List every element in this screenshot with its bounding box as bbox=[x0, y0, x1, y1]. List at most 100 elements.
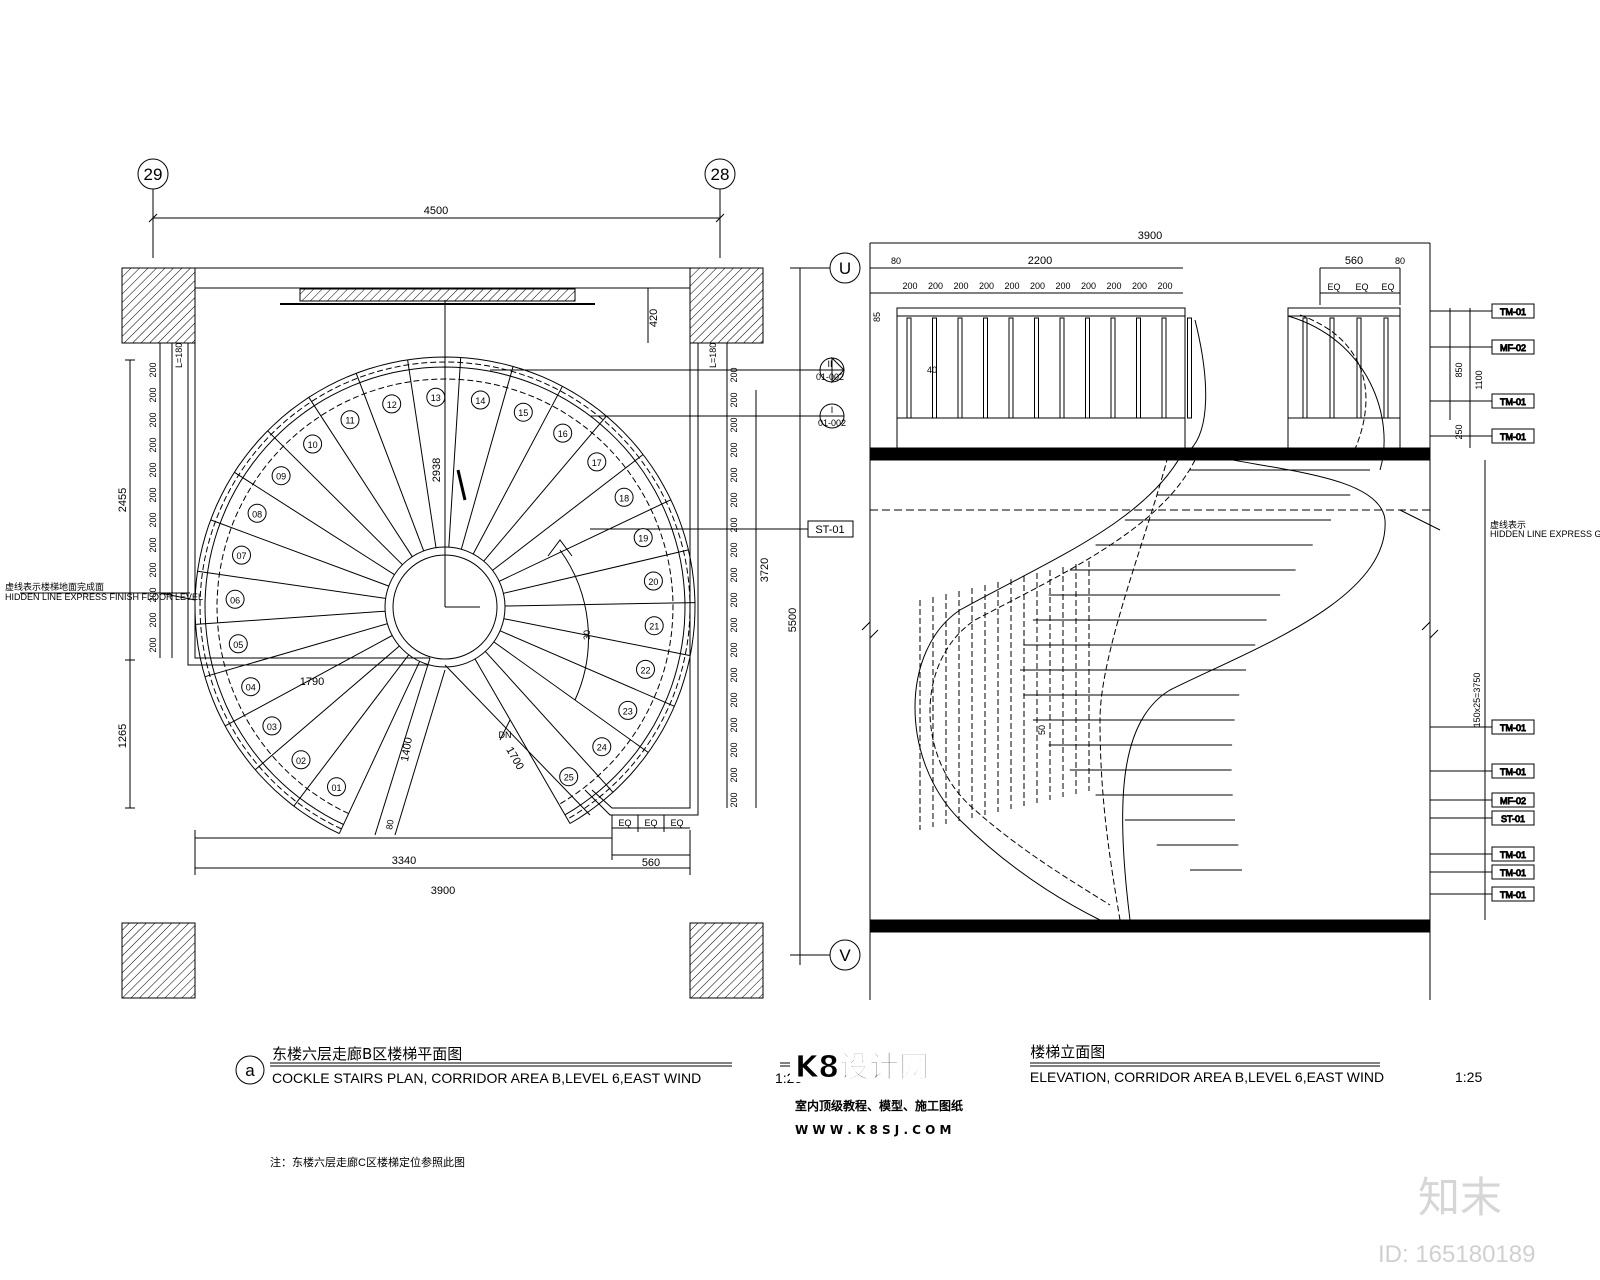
post-spacing-label: 200 bbox=[1030, 281, 1045, 291]
column-bottom-right bbox=[689, 922, 764, 999]
step-dim-200: 200 bbox=[148, 362, 158, 377]
step-number: 25 bbox=[564, 773, 574, 783]
step-number-bubble bbox=[553, 423, 573, 443]
tread-line bbox=[293, 654, 410, 807]
dim-2938: 2938 bbox=[431, 458, 443, 482]
tag-box bbox=[1491, 792, 1535, 808]
left-note-cn: 虚线表示楼梯地面完成面 bbox=[5, 581, 104, 592]
elev-dim-85: 85 bbox=[872, 312, 882, 322]
material-tag: TM-01 bbox=[1500, 397, 1526, 407]
watermark-logo: K8设计网 bbox=[795, 1050, 929, 1085]
step-dim-200: 200 bbox=[729, 392, 739, 407]
step-number: 10 bbox=[308, 440, 318, 450]
post-spacing-label: 200 bbox=[953, 281, 968, 291]
step-number: 11 bbox=[345, 416, 354, 426]
section-ref-2-bottom: 01-002 bbox=[818, 418, 846, 428]
step-number-bubble bbox=[426, 387, 446, 407]
l180-left: L=180 bbox=[174, 343, 184, 368]
elevation-lower-balusters bbox=[919, 561, 1090, 830]
step-number: 20 bbox=[648, 577, 658, 587]
step-number-bubble bbox=[241, 677, 261, 697]
section-ref-1-top: II bbox=[827, 359, 832, 369]
step-dim-200: 200 bbox=[729, 717, 739, 732]
elev-dim-50: 50 bbox=[1037, 725, 1047, 735]
baluster bbox=[1302, 317, 1308, 419]
step-number: 03 bbox=[267, 722, 277, 732]
step-number: 01 bbox=[331, 783, 341, 793]
plan-title-en: COCKLE STAIRS PLAN, CORRIDOR AREA B,LEVE… bbox=[272, 1070, 701, 1086]
elev-dim-560: 560 bbox=[1345, 255, 1363, 267]
stringer-outer bbox=[914, 447, 1186, 921]
elevation-text: 3900 80 2200 560 80 EQ EQ EQ 85 40 850 1… bbox=[872, 230, 1600, 735]
step-dim-200: 200 bbox=[729, 792, 739, 807]
tread-line bbox=[492, 454, 644, 571]
step-number: 08 bbox=[252, 509, 262, 519]
step-200-right-column: 2002002002002002002002002002002002002002… bbox=[729, 367, 739, 807]
material-tag: ST-01 bbox=[1501, 814, 1525, 824]
step-dim-200: 200 bbox=[148, 587, 158, 602]
column-top-left bbox=[121, 267, 196, 344]
elevation-balusters-left bbox=[906, 317, 1192, 419]
elev-dim-1100: 1100 bbox=[1474, 370, 1484, 389]
material-tag: MF-02 bbox=[1500, 343, 1526, 353]
section-ref-1-bottom: 01-002 bbox=[816, 372, 844, 382]
tag-box bbox=[1491, 886, 1535, 902]
material-tag: TM-01 bbox=[1500, 868, 1526, 878]
step-number: 02 bbox=[296, 756, 306, 766]
plan-title-cn: 东楼六层走廊B区楼梯平面图 bbox=[272, 1045, 462, 1063]
step-dim-200: 200 bbox=[729, 417, 739, 432]
column-top-right bbox=[689, 267, 764, 344]
baluster bbox=[1008, 317, 1014, 419]
tread-line bbox=[355, 373, 425, 552]
material-tag: TM-01 bbox=[1500, 890, 1526, 900]
top-beam bbox=[299, 288, 576, 302]
spiral-stair bbox=[194, 356, 696, 835]
step-dim-200: 200 bbox=[148, 537, 158, 552]
post-spacing-label: 200 bbox=[1081, 281, 1096, 291]
grid-label-u: U bbox=[839, 259, 851, 278]
post-spacing-label: 200 bbox=[1004, 281, 1019, 291]
step-number-bubble bbox=[559, 767, 579, 787]
tread-line bbox=[448, 357, 462, 548]
elevation-treads bbox=[1020, 469, 1370, 871]
step-number: 05 bbox=[233, 640, 243, 650]
tag-box bbox=[1491, 864, 1535, 880]
elev-riser-formula: 150x25=3750 bbox=[1472, 673, 1482, 728]
hidden-note-cn: 虚线表示 bbox=[1490, 519, 1526, 530]
watermark-url: W W W . K 8 S J . C O M bbox=[795, 1123, 952, 1137]
baluster bbox=[1329, 317, 1335, 419]
step-number: 21 bbox=[649, 622, 659, 632]
dim-4500: 4500 bbox=[424, 205, 448, 217]
tread-line bbox=[254, 645, 400, 771]
material-tag: TM-01 bbox=[1500, 767, 1526, 777]
step-dim-200: 200 bbox=[148, 462, 158, 477]
step-dim-200: 200 bbox=[729, 367, 739, 382]
stair-well-outline bbox=[194, 343, 430, 659]
section-ref-2-top: I bbox=[831, 405, 834, 415]
tag-box bbox=[1491, 393, 1535, 409]
tag-box bbox=[1491, 303, 1535, 319]
step-number-bubble bbox=[291, 750, 311, 770]
step-dim-200: 200 bbox=[729, 767, 739, 782]
step-dim-200: 200 bbox=[729, 642, 739, 657]
stair-arc bbox=[204, 366, 686, 825]
step-number: 18 bbox=[619, 493, 629, 503]
tread-line bbox=[472, 386, 563, 555]
baluster bbox=[1187, 317, 1192, 419]
material-tag: TM-01 bbox=[1500, 723, 1526, 733]
step-number: 22 bbox=[640, 665, 650, 675]
left-note-en: HIDDEN LINE EXPRESS FINISH FLOOR LEVEL bbox=[5, 592, 203, 602]
dim-560: 560 bbox=[642, 857, 660, 869]
step-number-bubble bbox=[247, 503, 267, 523]
dim-2455: 2455 bbox=[117, 488, 129, 512]
step-number-bubble bbox=[262, 716, 282, 736]
elev-eq-3: EQ bbox=[1381, 282, 1394, 292]
baluster bbox=[1059, 317, 1065, 419]
tag-box bbox=[1491, 428, 1535, 444]
zhimo-watermark: 知末 ID: 165180189 bbox=[1378, 1173, 1535, 1268]
baluster bbox=[906, 317, 912, 419]
step-number-bubble bbox=[470, 390, 490, 410]
step-dim-200: 200 bbox=[148, 612, 158, 627]
